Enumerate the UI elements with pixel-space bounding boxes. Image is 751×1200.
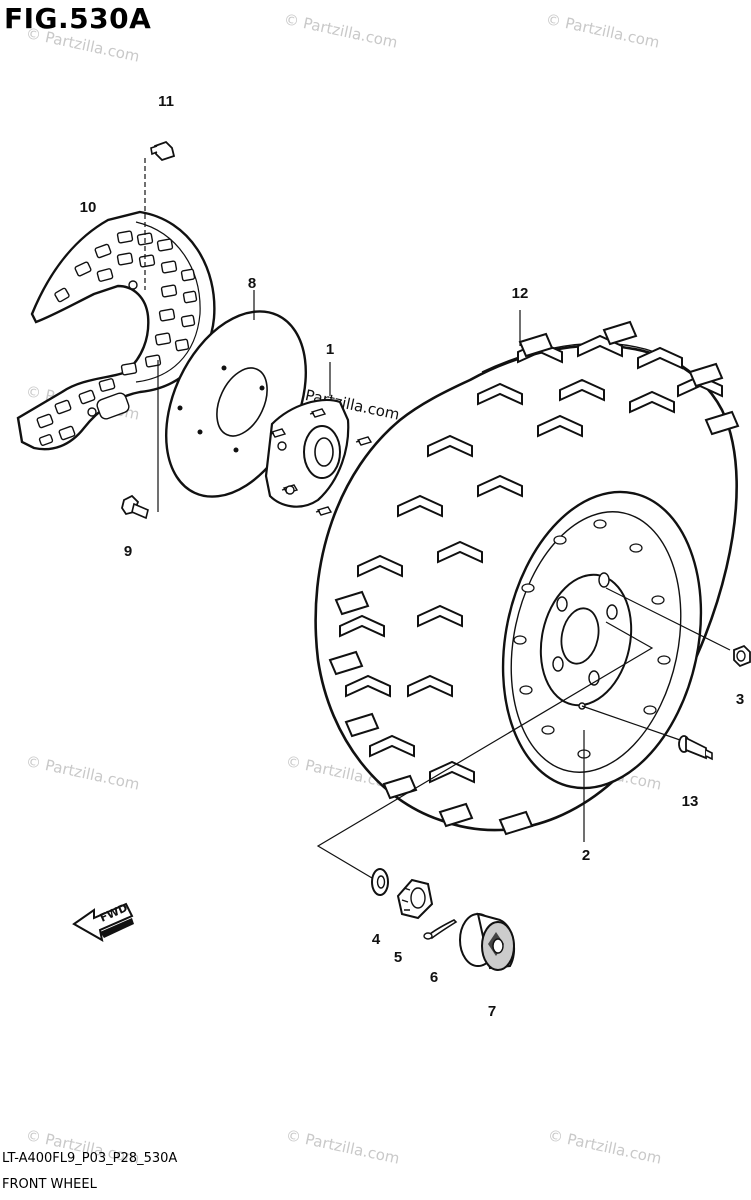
callout-10: 10 xyxy=(80,199,97,216)
part-1-hub xyxy=(264,398,372,516)
part-9-bolt xyxy=(121,494,149,520)
part-6-cotter-pin xyxy=(423,919,458,940)
part-3-nut xyxy=(733,644,751,668)
callout-3: 3 xyxy=(736,691,744,708)
callout-2: 2 xyxy=(582,847,590,864)
callout-8: 8 xyxy=(248,275,256,292)
figure-title: FIG.530A xyxy=(4,2,152,35)
figure-name: FRONT WHEEL xyxy=(2,1177,97,1192)
callout-9: 9 xyxy=(124,543,132,560)
callout-13: 13 xyxy=(682,793,699,810)
callout-5: 5 xyxy=(394,949,402,966)
callout-7: 7 xyxy=(488,1003,496,1020)
part-7-hub-cap xyxy=(459,912,516,971)
fwd-arrow xyxy=(72,902,134,942)
part-5-castle-nut xyxy=(396,878,434,920)
part-2-rim xyxy=(501,490,703,790)
part-11-bolt xyxy=(150,140,176,162)
callout-1: 1 xyxy=(326,341,334,358)
callout-12: 12 xyxy=(512,285,529,302)
callout-11: 11 xyxy=(158,93,174,110)
figure-code: LT-A400FL9_P03_P28_530A xyxy=(2,1151,178,1166)
leader-lines xyxy=(253,290,731,879)
part-13-valve xyxy=(678,735,713,761)
callout-4: 4 xyxy=(372,931,381,948)
callout-6: 6 xyxy=(430,969,438,986)
part-10-brake-guard xyxy=(16,210,216,451)
part-4-washer xyxy=(371,868,389,896)
